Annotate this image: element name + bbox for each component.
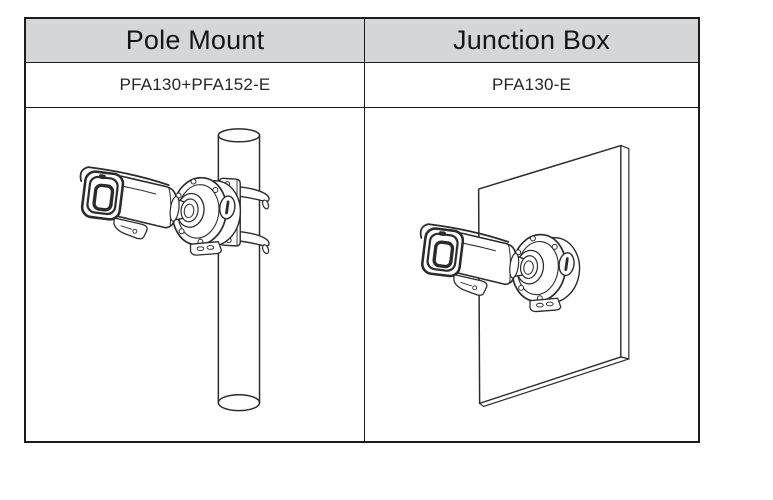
figure-junction-box-cell: Line drawing of a bullet camera on a jun… (365, 108, 698, 441)
figure-pole-mount-cell: Line drawing of a bullet camera on a jun… (26, 108, 365, 441)
model-pole-mount: PFA130+PFA152-E (26, 63, 365, 108)
header-junction-box: Junction Box (365, 19, 698, 63)
pole-mount-figure: Line drawing of a bullet camera on a jun… (78, 128, 270, 412)
model-junction-box-label: PFA130-E (491, 75, 572, 94)
header-junction-box-label: Junction Box (453, 25, 610, 55)
header-pole-mount-label: Pole Mount (125, 25, 265, 55)
junction-box-figure: Line drawing of a bullet camera on a jun… (418, 144, 630, 408)
pole-illustration (78, 128, 270, 412)
header-pole-mount: Pole Mount (26, 19, 365, 63)
model-junction-box: PFA130-E (365, 63, 698, 108)
model-pole-mount-label: PFA130+PFA152-E (119, 75, 271, 94)
accessory-table: Pole Mount Junction Box PFA130+PFA152-E … (24, 17, 700, 443)
wall-panel-illustration (418, 144, 630, 408)
